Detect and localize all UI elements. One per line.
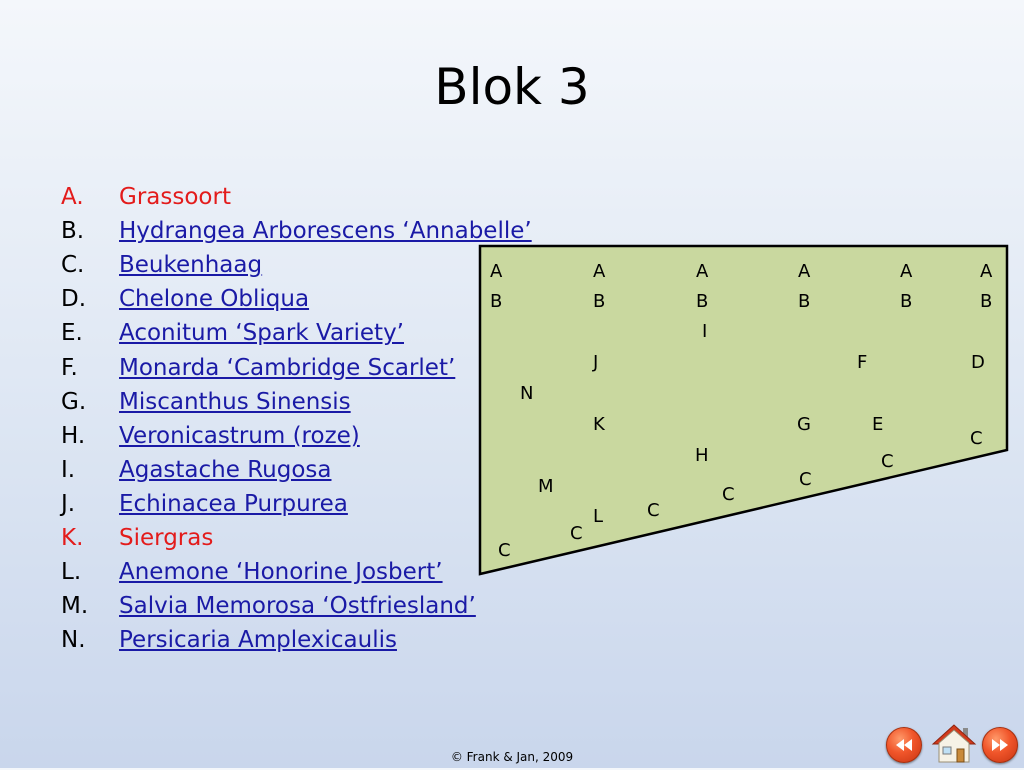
plant-item-a: A. Grassoort bbox=[61, 180, 532, 214]
bed-label-c: C bbox=[970, 428, 983, 449]
bed-label-m: M bbox=[538, 476, 554, 497]
plant-link[interactable]: Salvia Memorosa ‘Ostfriesland’ bbox=[119, 593, 476, 620]
plant-letter: N. bbox=[61, 627, 86, 654]
bed-label-d: D bbox=[971, 352, 985, 373]
garden-bed-shape bbox=[478, 244, 1009, 576]
bed-label-c: C bbox=[799, 469, 812, 490]
plant-item-i: I. Agastache Rugosa bbox=[61, 453, 532, 487]
plant-link[interactable]: Hydrangea Arborescens ‘Annabelle’ bbox=[119, 218, 532, 245]
plant-letter: F. bbox=[61, 354, 78, 381]
plant-letter: C. bbox=[61, 252, 85, 279]
copyright-footer: © Frank & Jan, 2009 bbox=[450, 750, 574, 764]
bed-label-j: J bbox=[592, 352, 598, 373]
plant-list: A. Grassoort B. Hydrangea Arborescens ‘Ann… bbox=[61, 180, 532, 657]
bed-label-b: B bbox=[696, 291, 708, 312]
bed-label-c: C bbox=[722, 484, 735, 505]
home-icon bbox=[931, 724, 977, 763]
plant-letter: K. bbox=[61, 524, 84, 551]
bed-label-c: C bbox=[570, 523, 583, 544]
plant-link[interactable]: Echinacea Purpurea bbox=[119, 490, 348, 517]
plant-letter: B. bbox=[61, 218, 85, 245]
bed-label-a: A bbox=[593, 261, 606, 282]
plant-item-j: J. Echinacea Purpurea bbox=[61, 487, 532, 521]
plant-link[interactable]: Chelone Obliqua bbox=[119, 286, 310, 313]
plant-link[interactable]: Beukenhaag bbox=[119, 252, 263, 279]
plant-link[interactable]: Veronicastrum (roze) bbox=[119, 422, 360, 449]
plant-item-h: H. Veronicastrum (roze) bbox=[61, 419, 532, 453]
plant-link[interactable]: Anemone ‘Honorine Josbert’ bbox=[119, 559, 443, 586]
bed-label-f: F bbox=[857, 352, 867, 373]
plant-item-e: E. Aconitum ‘Spark Variety’ bbox=[61, 316, 532, 350]
plant-link[interactable]: Miscanthus Sinensis bbox=[119, 388, 351, 415]
plant-link[interactable]: Aconitum ‘Spark Variety’ bbox=[119, 320, 404, 347]
bed-label-b: B bbox=[900, 291, 912, 312]
bed-label-b: B bbox=[798, 291, 810, 312]
bed-label-b: B bbox=[593, 291, 605, 312]
slide-title: Blok 3 bbox=[434, 58, 590, 116]
home-button[interactable] bbox=[930, 722, 978, 766]
bed-label-c: C bbox=[647, 500, 660, 521]
plant-letter: L. bbox=[61, 559, 82, 586]
bed-label-b: B bbox=[980, 291, 992, 312]
rewind-icon bbox=[896, 739, 912, 751]
bed-label-a: A bbox=[696, 261, 709, 282]
bed-label-l: L bbox=[593, 506, 603, 527]
plant-letter: M. bbox=[61, 593, 89, 620]
plant-letter: A. bbox=[61, 184, 84, 211]
plant-item-c: C. Beukenhaag bbox=[61, 248, 532, 282]
plant-name: Grassoort bbox=[119, 184, 231, 211]
next-button[interactable] bbox=[982, 727, 1018, 763]
plant-letter: J. bbox=[61, 490, 76, 517]
plant-letter: H. bbox=[61, 422, 86, 449]
plant-link[interactable]: Persicaria Amplexicaulis bbox=[119, 627, 397, 654]
plant-item-m: M. Salvia Memorosa ‘Ostfriesland’ bbox=[61, 589, 532, 623]
plant-item-n: N. Persicaria Amplexicaulis bbox=[61, 623, 532, 657]
plant-item-g: G. Miscanthus Sinensis bbox=[61, 385, 532, 419]
bed-label-h: H bbox=[695, 445, 709, 466]
bed-label-i: I bbox=[702, 321, 707, 342]
bed-label-e: E bbox=[872, 414, 883, 435]
bed-label-a: A bbox=[980, 261, 993, 282]
bed-label-a: A bbox=[798, 261, 811, 282]
plant-item-b: B. Hydrangea Arborescens ‘Annabelle’ bbox=[61, 214, 532, 248]
plant-link[interactable]: Agastache Rugosa bbox=[119, 456, 332, 483]
plant-name: Siergras bbox=[119, 524, 214, 551]
bed-label-g: G bbox=[797, 414, 811, 435]
plant-letter: I. bbox=[61, 456, 76, 483]
plant-item-l: L. Anemone ‘Honorine Josbert’ bbox=[61, 555, 532, 589]
previous-button[interactable] bbox=[886, 727, 922, 763]
plant-letter: G. bbox=[61, 388, 87, 415]
bed-label-c: C bbox=[881, 451, 894, 472]
fast-forward-icon bbox=[992, 739, 1008, 751]
bed-label-a: A bbox=[900, 261, 913, 282]
plant-letter: E. bbox=[61, 320, 83, 347]
plant-item-d: D. Chelone Obliqua bbox=[61, 282, 532, 316]
plant-item-k: K. Siergras bbox=[61, 521, 532, 555]
plant-letter: D. bbox=[61, 286, 87, 313]
plant-link[interactable]: Monarda ‘Cambridge Scarlet’ bbox=[119, 354, 456, 381]
plant-item-f: F. Monarda ‘Cambridge Scarlet’ bbox=[61, 350, 532, 384]
bed-label-k: K bbox=[593, 414, 606, 435]
